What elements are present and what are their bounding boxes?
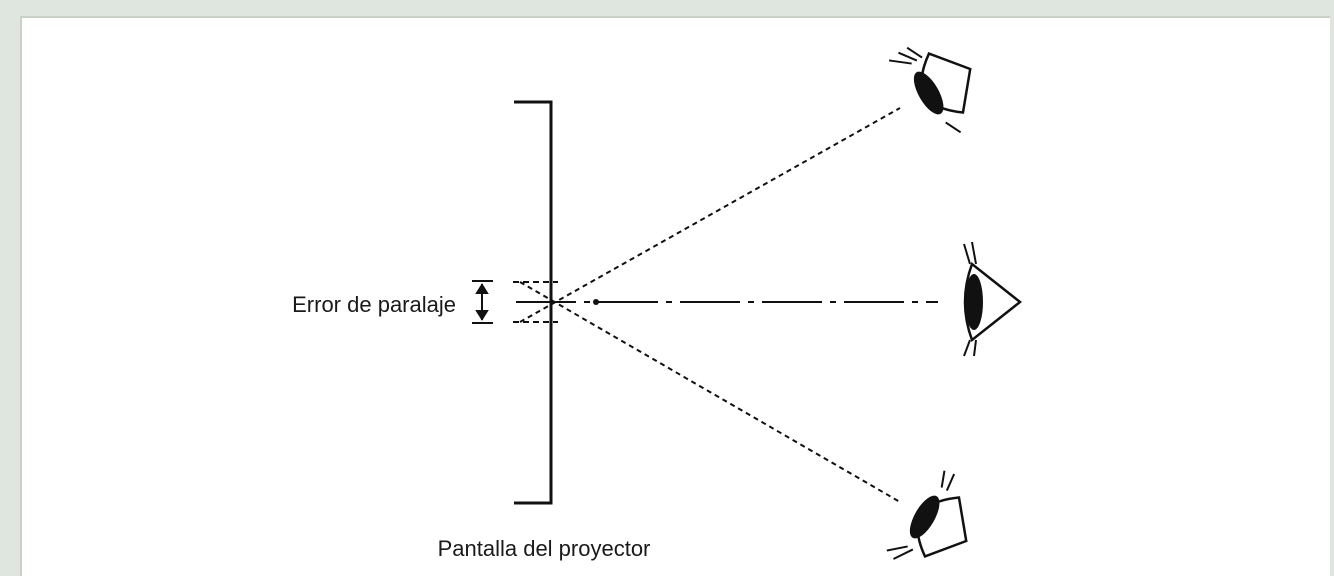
eye-icon [888,46,972,134]
eye-icon [963,241,1023,357]
diagram-panel [20,16,1330,576]
upper-sight-line [519,107,901,323]
lower-sight-line [519,281,901,503]
projector-screen-label: Pantalla del proyector [438,536,651,561]
convergence-point [593,299,599,305]
eye-icon [886,470,968,560]
parallax-error-label: Error de paralaje [292,292,456,317]
parallax-error-marker [472,280,493,324]
